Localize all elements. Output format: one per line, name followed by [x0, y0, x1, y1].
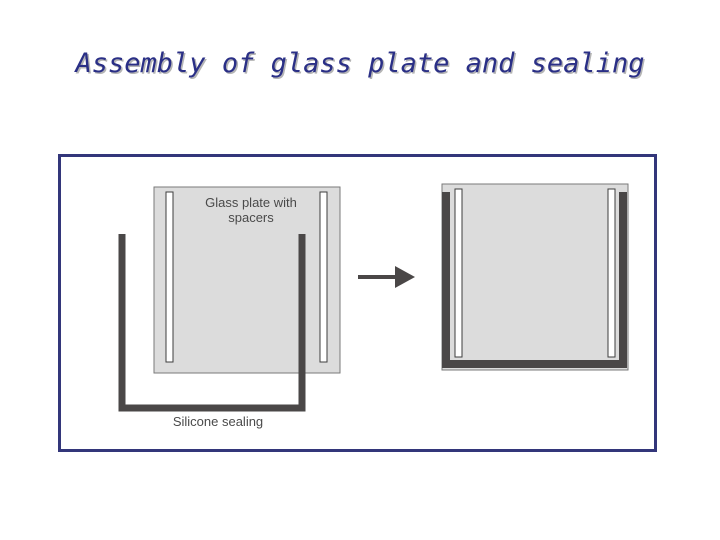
- silicone-sealing-u: [118, 234, 306, 412]
- glass-plate: [153, 186, 341, 374]
- silicone-sealing-label: Silicone sealing: [173, 414, 263, 429]
- assembled-glass-plate: [441, 183, 629, 371]
- glass-plate-label-line2: spacers: [228, 210, 274, 225]
- right-assembly-result: [441, 183, 629, 371]
- assembled-spacer-left: [454, 188, 463, 358]
- assembled-silicone-sealing: [442, 192, 627, 368]
- left-assembly-parts: Glass plate with spacers Silicone sealin…: [118, 186, 341, 429]
- assembled-spacer-right: [607, 188, 616, 358]
- glass-plate-label-line1: Glass plate with: [205, 195, 297, 210]
- spacer-left: [165, 191, 174, 363]
- right-arrow-icon: [358, 266, 415, 288]
- slide-title: Assembly of glass plate and sealing: [75, 48, 645, 79]
- spacer-right: [319, 191, 328, 363]
